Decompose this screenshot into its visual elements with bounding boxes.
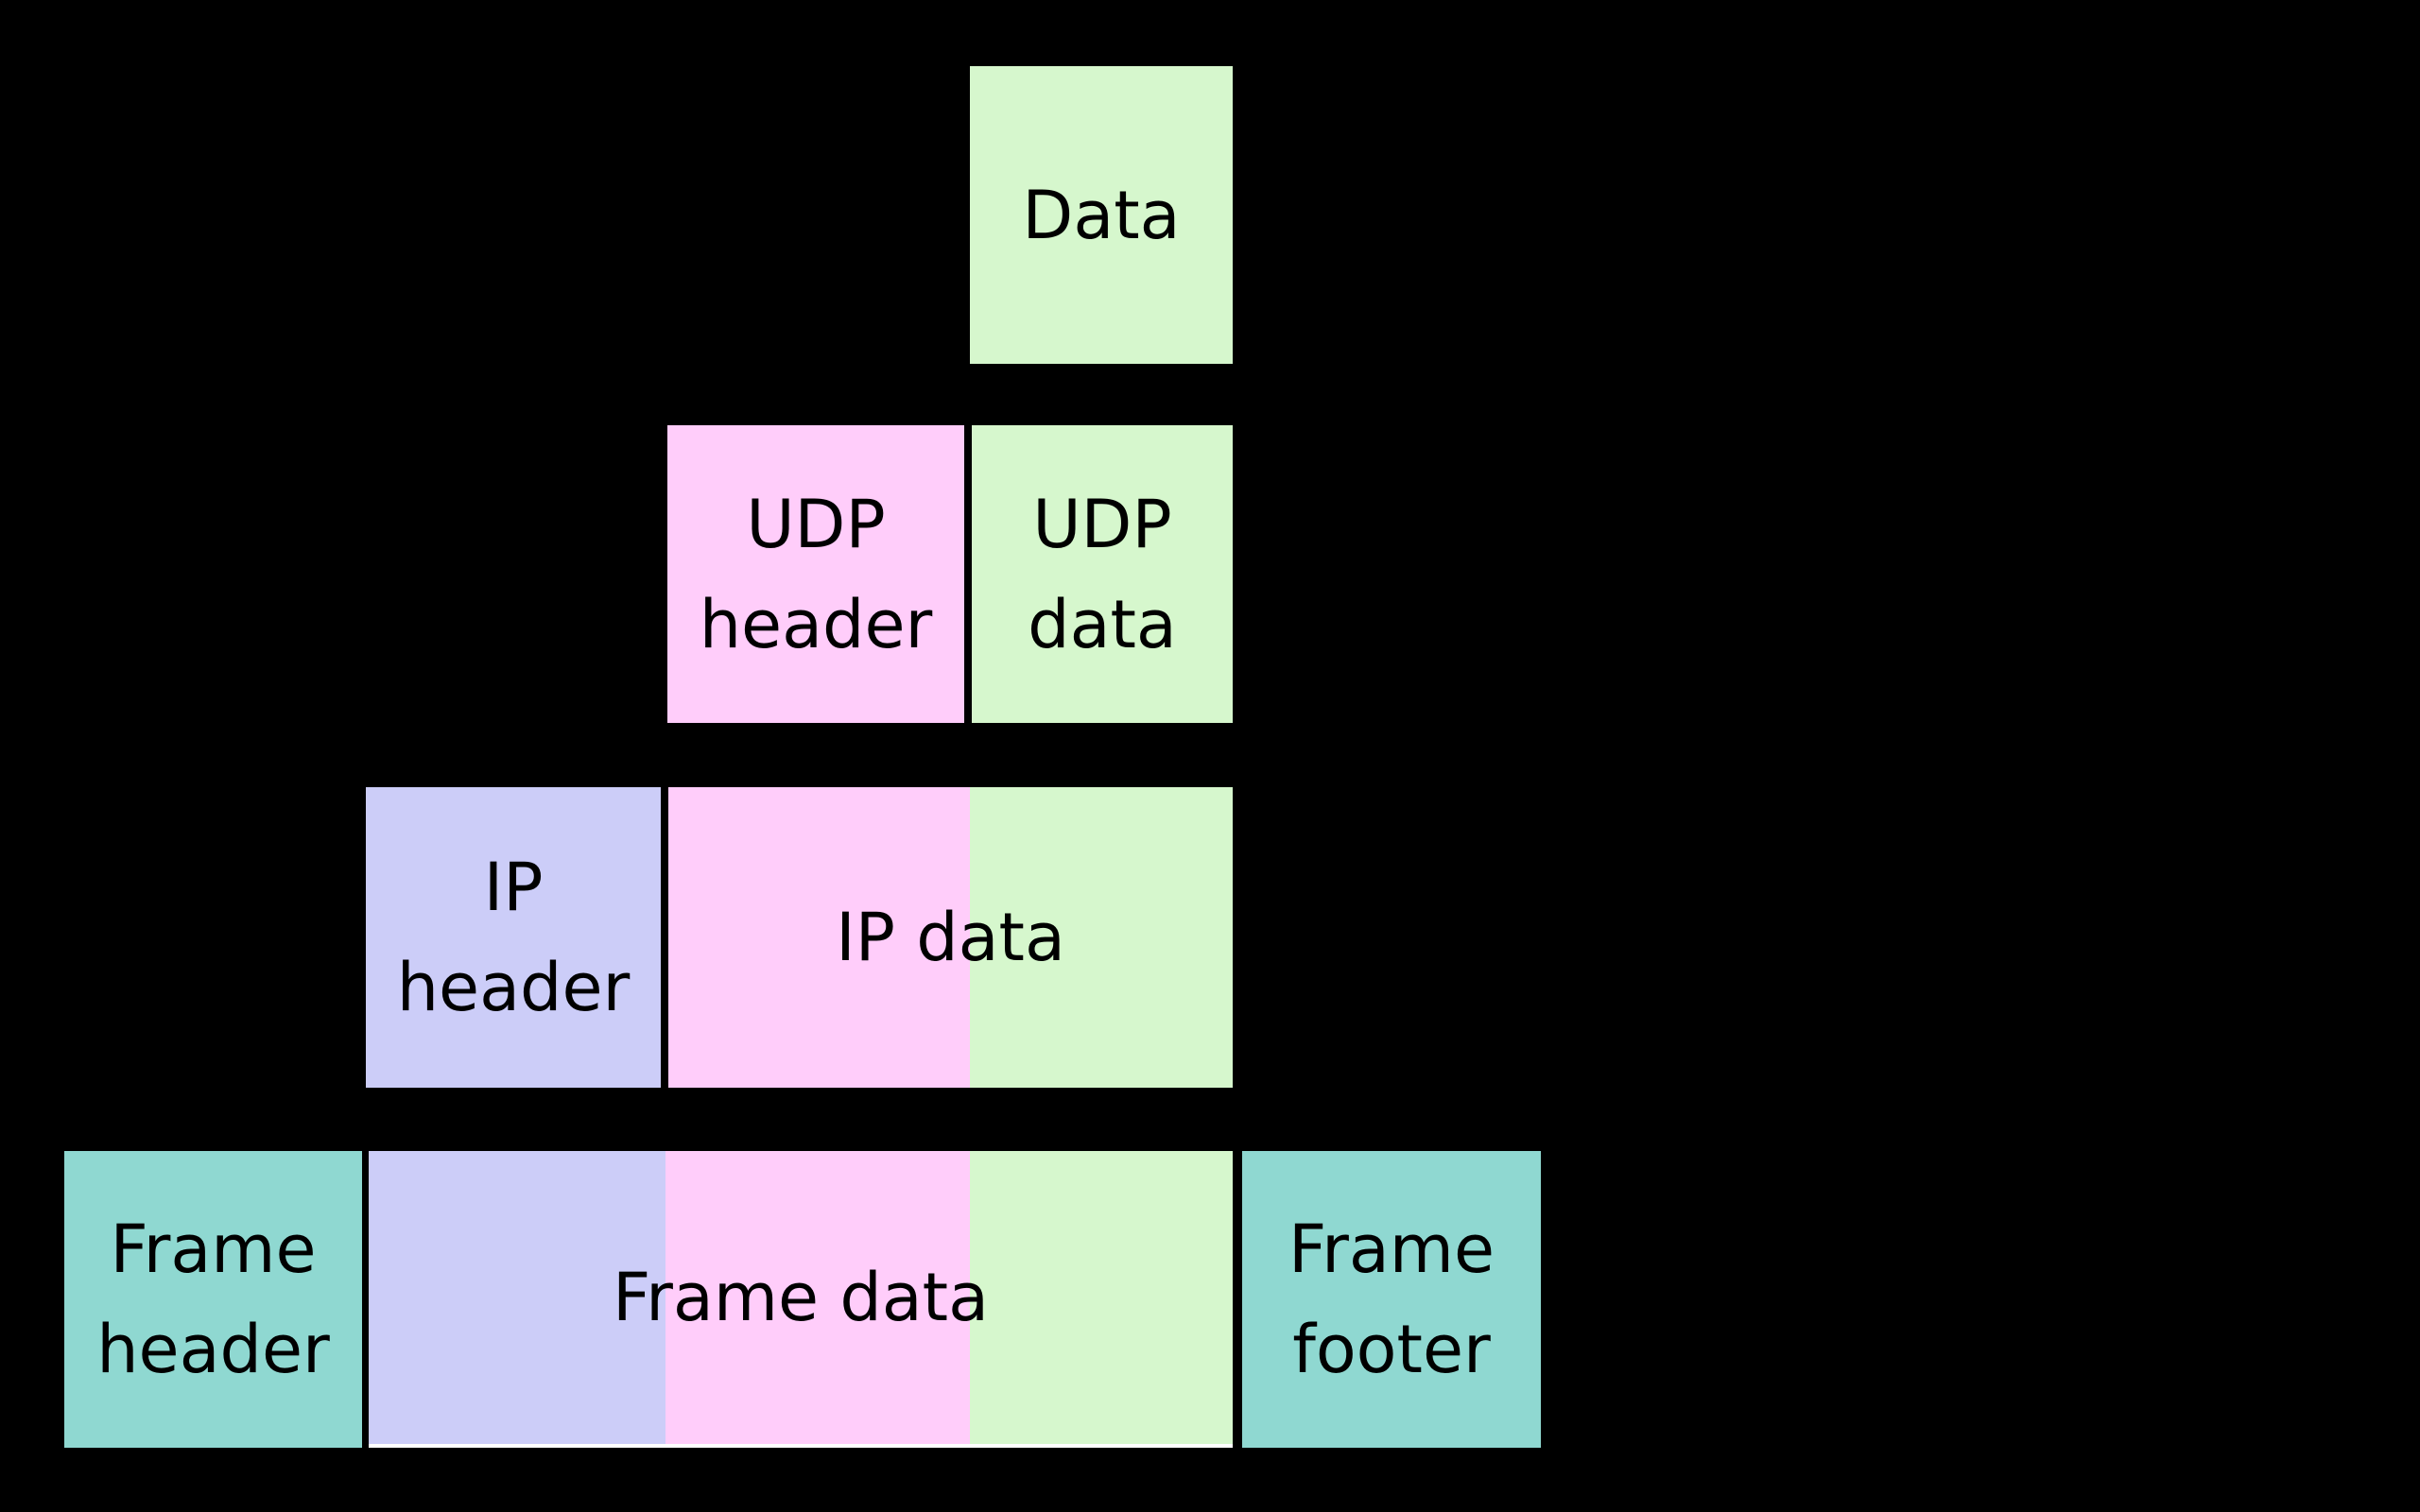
frame-header-label-line2: header (96, 1311, 330, 1388)
frame-header-label-line1: Frame (110, 1211, 317, 1288)
frame-footer-box: Frame footer (1242, 1151, 1541, 1448)
data-label: Data (970, 66, 1233, 364)
frame-header-label: Frame header (64, 1151, 362, 1448)
frame-data-pink-segment (666, 1151, 970, 1444)
ip-header-box: IP header (366, 787, 661, 1088)
ip-data-label-line: IP data (836, 899, 1065, 976)
udp-header-label: UDP header (667, 425, 964, 723)
ip-data-pink-segment (668, 787, 970, 1088)
ip-data-box: IP data (668, 787, 1233, 1088)
frame-data-green-segment (970, 1151, 1233, 1444)
frame-footer-label-line2: footer (1292, 1311, 1491, 1388)
frame-data-box: Frame data (369, 1151, 1233, 1448)
ip-header-label-line2: header (396, 949, 631, 1026)
data-box: Data (970, 66, 1233, 364)
data-label-line: Data (1022, 176, 1181, 254)
frame-data-label-line: Frame data (612, 1259, 990, 1336)
ip-data-label: IP data (668, 787, 1233, 1088)
udp-data-label-line2: data (1028, 585, 1177, 663)
frame-data-label: Frame data (369, 1151, 1233, 1444)
ip-header-label: IP header (366, 787, 661, 1088)
frame-footer-label-line1: Frame (1288, 1211, 1495, 1288)
frame-footer-label: Frame footer (1242, 1151, 1541, 1448)
ip-header-label-line1: IP (483, 849, 544, 926)
frame-data-lavender-segment (369, 1151, 666, 1444)
frame-header-box: Frame header (64, 1151, 362, 1448)
udp-header-label-line1: UDP (746, 485, 886, 563)
udp-header-box: UDP header (667, 425, 964, 723)
udp-data-label: UDP data (972, 425, 1233, 723)
udp-data-box: UDP data (972, 425, 1233, 723)
udp-header-label-line2: header (699, 585, 933, 663)
ip-data-green-segment (970, 787, 1233, 1088)
udp-data-label-line1: UDP (1032, 485, 1172, 563)
